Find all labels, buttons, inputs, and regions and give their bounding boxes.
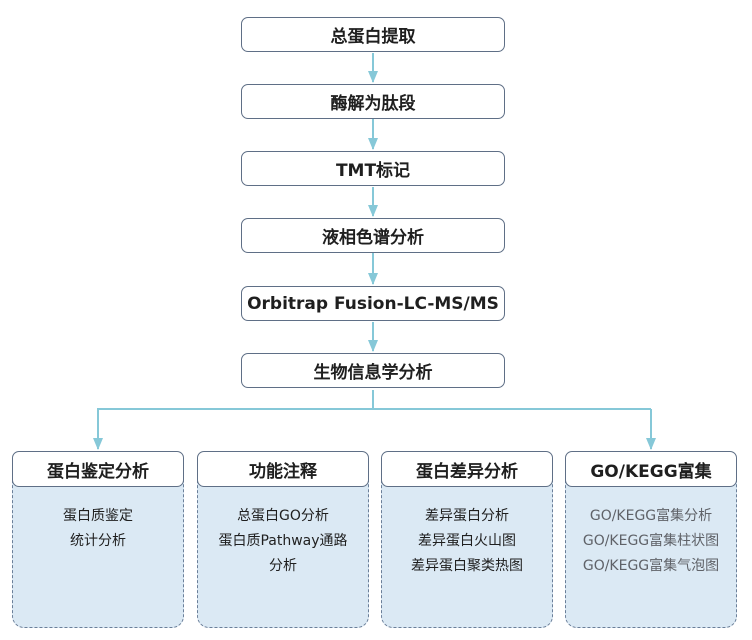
card-body <box>565 469 737 628</box>
card-line: 总蛋白GO分析 <box>237 508 329 524</box>
step-protein-extraction: 总蛋白提取 <box>241 17 505 52</box>
card-line: 蛋白质鉴定 <box>63 508 133 524</box>
card-line: 差异蛋白分析 <box>425 508 509 524</box>
card-line: 差异蛋白火山图 <box>418 533 516 549</box>
step-tmt-labeling: TMT标记 <box>241 151 505 186</box>
card-body <box>381 469 553 628</box>
card-protein-identification: 蛋白鉴定分析 蛋白质鉴定 统计分析 <box>12 451 184 628</box>
card-differential-analysis: 蛋白差异分析 差异蛋白分析 差异蛋白火山图 差异蛋白聚类热图 <box>381 451 553 628</box>
card-line: 差异蛋白聚类热图 <box>411 558 523 574</box>
card-body <box>197 469 369 628</box>
card-go-kegg-enrichment: GO/KEGG富集 GO/KEGG富集分析 GO/KEGG富集柱状图 GO/KE… <box>565 451 737 628</box>
step-liquid-chromatography: 液相色谱分析 <box>241 218 505 253</box>
card-title: 蛋白差异分析 <box>381 451 553 487</box>
card-lines: 差异蛋白分析 差异蛋白火山图 差异蛋白聚类热图 <box>381 504 553 579</box>
card-title: 功能注释 <box>197 451 369 487</box>
card-line: 蛋白质Pathway通路 <box>218 533 348 549</box>
card-line: GO/KEGG富集柱状图 <box>582 533 720 549</box>
step-bioinformatics: 生物信息学分析 <box>241 353 505 388</box>
card-lines: 总蛋白GO分析 蛋白质Pathway通路 分析 <box>197 504 369 579</box>
card-line: GO/KEGG富集分析 <box>589 508 713 524</box>
card-functional-annotation: 功能注释 总蛋白GO分析 蛋白质Pathway通路 分析 <box>197 451 369 628</box>
card-body <box>12 469 184 628</box>
card-title: 蛋白鉴定分析 <box>12 451 184 487</box>
step-enzymatic-digestion: 酶解为肽段 <box>241 84 505 119</box>
step-mass-spectrometry: Orbitrap Fusion-LC-MS/MS <box>241 286 505 321</box>
card-lines: GO/KEGG富集分析 GO/KEGG富集柱状图 GO/KEGG富集气泡图 <box>565 504 737 579</box>
card-line: GO/KEGG富集气泡图 <box>582 558 720 574</box>
card-line: 统计分析 <box>70 533 126 549</box>
card-lines: 蛋白质鉴定 统计分析 <box>12 504 184 554</box>
card-title: GO/KEGG富集 <box>565 451 737 487</box>
card-line: 分析 <box>269 558 297 574</box>
branch-connector <box>97 390 374 448</box>
